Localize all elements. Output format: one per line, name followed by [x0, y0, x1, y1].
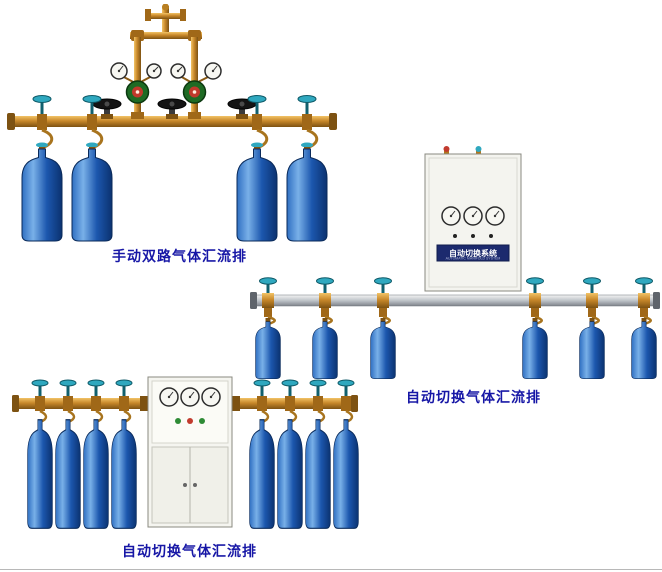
cylinder-connection [316, 277, 334, 326]
caption-auto-switch-wall-manifold: 自动切换气体汇流排 [406, 389, 541, 405]
caption-auto-switch-floor-manifold: 自动切换气体汇流排 [122, 543, 257, 559]
gas-cylinder [83, 419, 109, 529]
pressure-gauge [201, 387, 221, 407]
pressure-gauge [110, 62, 128, 80]
cabinet-sublabel: AUTOMATIC MANIFOLD SYSTEM [446, 257, 501, 261]
green-button [175, 418, 181, 424]
cylinder-connection [115, 379, 133, 426]
pressure-regulator [182, 80, 207, 104]
cylinder-connection [32, 95, 54, 154]
cylinder-connection [526, 277, 544, 326]
floor-control-cabinet [140, 376, 240, 528]
header-pipes [130, 3, 202, 119]
inlet-valve-knob [475, 146, 482, 152]
gas-cylinder [579, 321, 605, 380]
pressure-gauge [159, 387, 179, 407]
pressure-gauge [180, 387, 200, 407]
red-button [187, 418, 193, 424]
pressure-regulator [125, 80, 150, 104]
cylinder-connection [259, 277, 277, 326]
illustration-auto-switch-floor-manifold [12, 372, 364, 563]
caption-manual-dual-manifold: 手动双路气体汇流排 [112, 248, 247, 264]
page-bottom-divider [0, 569, 662, 570]
pressure-gauge [485, 206, 505, 226]
indicator-dot [471, 234, 475, 238]
gas-cylinder [71, 148, 113, 242]
illustration-manual-dual-manifold [2, 3, 342, 259]
auto-switch-wall-drawing: 自动切换系统 AUTOMATIC MANIFOLD SYSTEM [250, 146, 660, 380]
indicator-dot [489, 234, 493, 238]
manual-dual-manifold-drawing [7, 3, 337, 242]
hand-valve-wheel [92, 98, 122, 119]
pressure-gauge [204, 62, 222, 80]
auto-switch-control-cabinet: 自动切换系统 AUTOMATIC MANIFOLD SYSTEM [424, 146, 522, 292]
gas-cylinder [312, 321, 338, 380]
pressure-gauge [146, 63, 162, 79]
cylinder-connection [635, 277, 653, 326]
pressure-gauge [463, 206, 483, 226]
gas-cylinder [370, 321, 396, 380]
gas-cylinder [27, 419, 53, 529]
door-handle [183, 483, 187, 487]
manifold-pipe [7, 112, 337, 130]
cabinet-label: 自动切换系统 [449, 248, 497, 258]
indicator-dot [453, 234, 457, 238]
gas-cylinder [55, 419, 81, 529]
relief-valve-knob [443, 146, 450, 152]
auto-switch-floor-drawing [12, 376, 359, 529]
cabinet-label-plate [436, 244, 510, 262]
gas-cylinder [305, 419, 331, 529]
manifold-pipe [250, 292, 660, 309]
pressure-gauge [441, 206, 461, 226]
illustration-auto-switch-wall-manifold: 自动切换系统 AUTOMATIC MANIFOLD SYSTEM [248, 146, 662, 403]
green-button [199, 418, 205, 424]
gas-cylinder [255, 321, 281, 380]
gas-cylinder [333, 419, 359, 529]
cylinder-connection [374, 277, 392, 326]
hand-valve-wheel [157, 98, 187, 119]
cylinder-connection [583, 277, 601, 326]
gas-cylinder [249, 419, 275, 529]
gas-cylinder [21, 148, 63, 242]
door-handle [193, 483, 197, 487]
gas-cylinder [277, 419, 303, 529]
gas-cylinder [631, 321, 657, 380]
pressure-gauge [170, 63, 186, 79]
gas-cylinder [522, 321, 548, 380]
gas-cylinder [111, 419, 137, 529]
